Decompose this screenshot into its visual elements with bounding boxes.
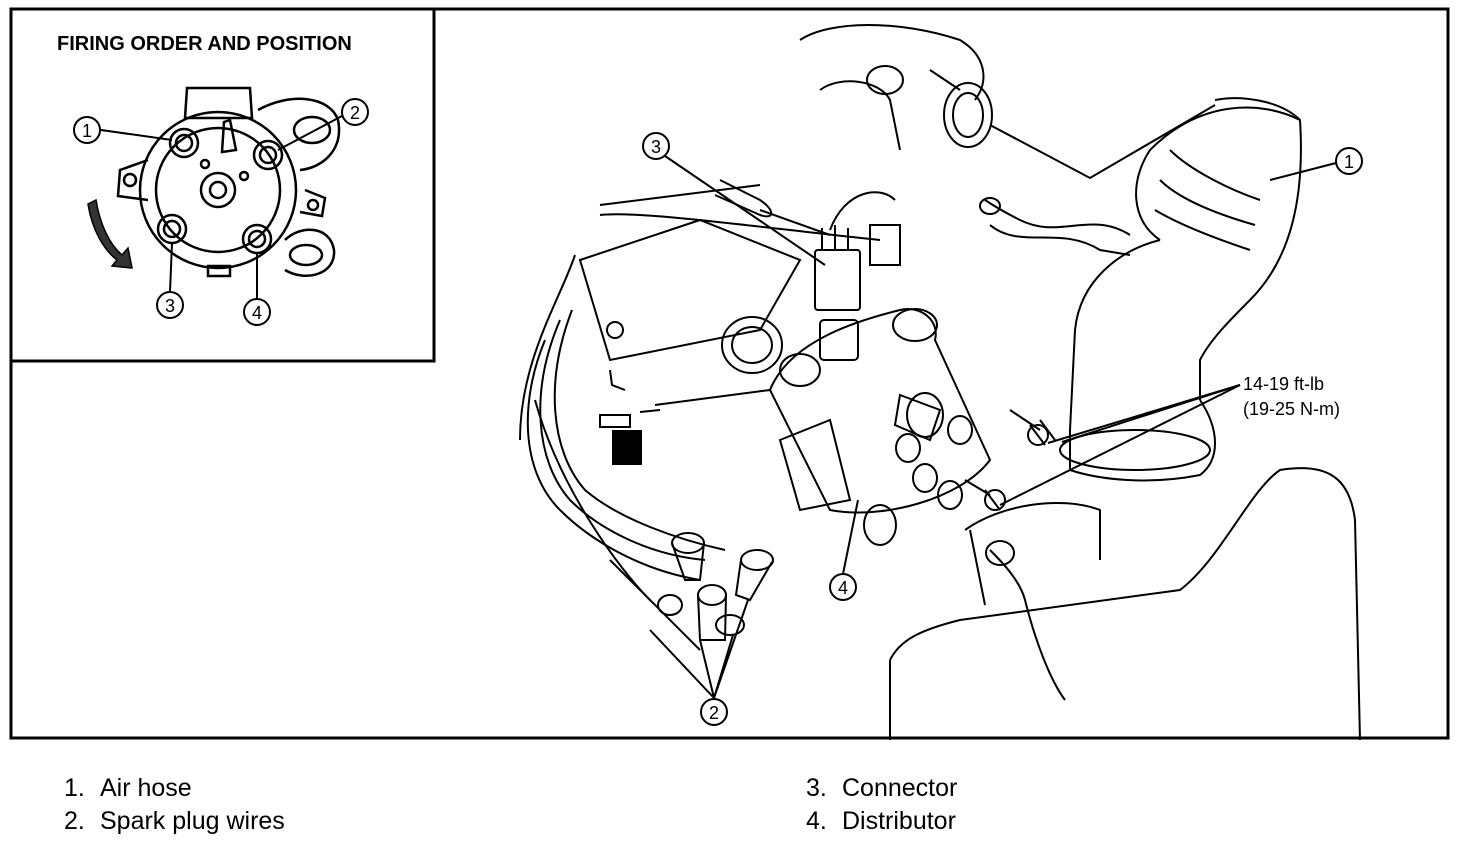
inset-callout-1: 1 <box>73 116 173 144</box>
inset-title: FIRING ORDER AND POSITION <box>57 33 352 55</box>
inset-callout-2: 2 <box>277 98 369 151</box>
inset-panel: FIRING ORDER AND POSITION <box>9 7 436 363</box>
callout-air-hose: 1 <box>1269 147 1363 181</box>
inset-callout-4: 4 <box>243 253 271 326</box>
callout-distributor: 4 <box>829 499 859 601</box>
legend-item-connector: 3. Connector <box>806 773 957 803</box>
distributor-cap-drawing <box>116 86 341 278</box>
legend-item-number: 4. <box>806 807 827 835</box>
legend-item-air-hose: 1. Air hose <box>64 773 192 803</box>
legend-item-label: Distributor <box>842 807 956 835</box>
rotation-arrow-icon <box>87 198 133 269</box>
callout-air-hose-label: 1 <box>1344 152 1354 172</box>
callout-connector: 3 <box>642 132 826 266</box>
torque-spec: 14-19 ft-lb (19-25 N-m) <box>999 374 1340 506</box>
inset-callout-2-label: 2 <box>350 103 360 123</box>
legend-item-number: 3. <box>806 774 827 802</box>
legend-item-label: Spark plug wires <box>100 807 285 835</box>
legend-item-distributor: 4. Distributor <box>806 806 956 836</box>
engine-illustration <box>519 24 1361 741</box>
inset-border <box>9 7 436 363</box>
torque-spec-line1: 14-19 ft-lb <box>1243 374 1324 394</box>
illustration-border <box>9 7 1450 740</box>
torque-spec-line2: (19-25 N-m) <box>1243 399 1340 419</box>
inset-callout-3-label: 3 <box>165 296 175 316</box>
callout-distributor-label: 4 <box>838 578 848 598</box>
callout-spark-plug-wires-label: 2 <box>709 703 719 723</box>
inset-callout-3: 3 <box>156 242 184 319</box>
legend-item-spark-plug-wires: 2. Spark plug wires <box>64 806 285 836</box>
inset-callout-4-label: 4 <box>252 303 262 323</box>
inset-callout-1-label: 1 <box>82 121 92 141</box>
legend-item-label: Air hose <box>100 774 192 802</box>
legend-item-label: Connector <box>842 774 958 802</box>
callout-spark-plug-wires: 2 <box>649 599 749 726</box>
legend-item-number: 1. <box>64 774 85 802</box>
callout-connector-label: 3 <box>651 137 661 157</box>
legend-item-number: 2. <box>64 807 85 835</box>
